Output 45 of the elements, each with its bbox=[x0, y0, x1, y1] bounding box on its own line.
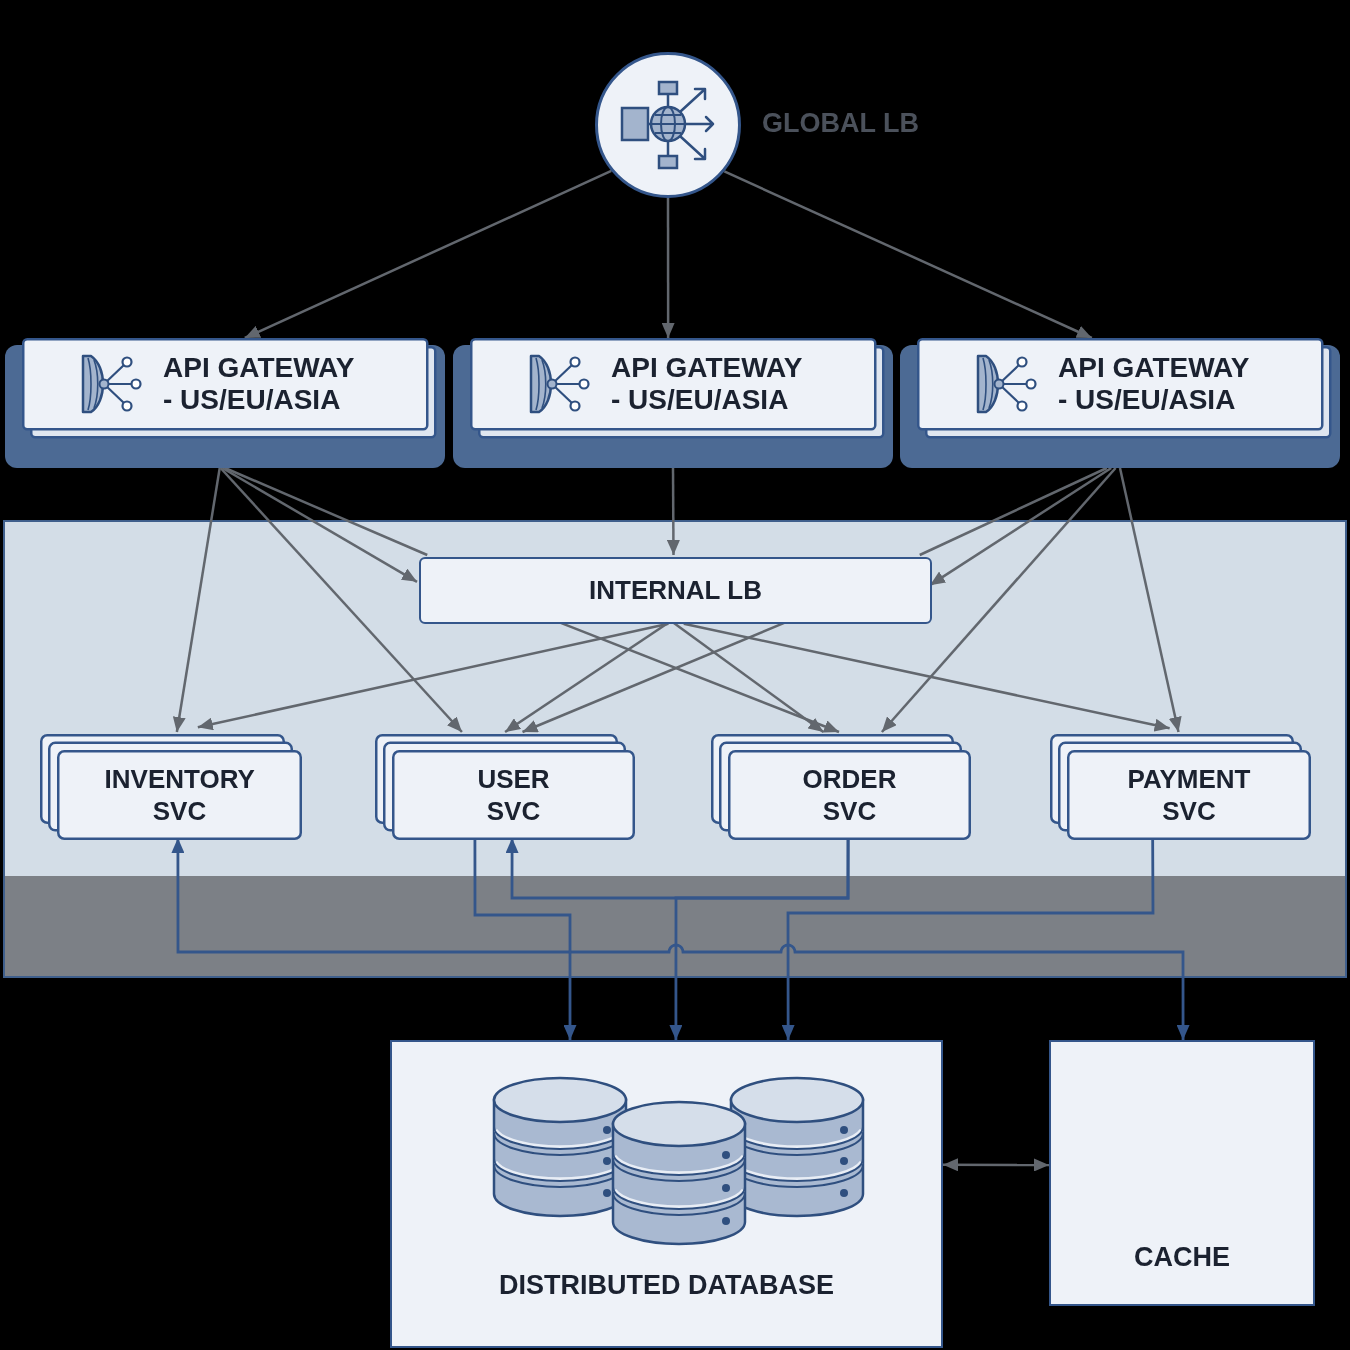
service-card-stack bbox=[375, 734, 635, 840]
arrow bbox=[504, 621, 670, 734]
node-label: ORDER SVC bbox=[802, 763, 897, 827]
node-label: API GATEWAY - US/EU/ASIA bbox=[611, 352, 803, 416]
arrow bbox=[669, 838, 850, 1040]
arrow bbox=[473, 838, 577, 1040]
node-label: GLOBAL LB bbox=[762, 108, 919, 140]
connector-line bbox=[919, 466, 1108, 557]
arrow bbox=[683, 622, 1170, 732]
arrow bbox=[929, 466, 1112, 587]
arrow bbox=[219, 467, 463, 733]
gateway-panel bbox=[453, 338, 893, 468]
load-balancer-box bbox=[419, 557, 932, 624]
arrow bbox=[781, 838, 1155, 1040]
cluster-panel bbox=[3, 520, 1347, 978]
arrow bbox=[672, 621, 825, 733]
node-label: INTERNAL LB bbox=[589, 575, 762, 606]
node-label: CACHE bbox=[1134, 1242, 1230, 1274]
arrow bbox=[661, 198, 675, 338]
arrow bbox=[666, 468, 680, 555]
service-card-stack bbox=[40, 734, 302, 840]
arrow bbox=[559, 621, 840, 734]
arrow bbox=[244, 169, 612, 340]
arrow bbox=[1118, 467, 1182, 733]
node-label: DISTRIBUTED DATABASE bbox=[499, 1270, 834, 1302]
arrow bbox=[172, 467, 221, 733]
double-arrow bbox=[171, 838, 1190, 1040]
cache-box bbox=[1049, 1040, 1315, 1306]
double-arrow bbox=[943, 1158, 1049, 1172]
gateway-panel bbox=[5, 338, 445, 468]
node-label: USER SVC bbox=[477, 763, 550, 827]
gateway-panel bbox=[900, 338, 1340, 468]
database-box bbox=[390, 1040, 943, 1348]
connector-line bbox=[224, 466, 428, 557]
node-label: API GATEWAY - US/EU/ASIA bbox=[1058, 352, 1250, 416]
service-card-stack bbox=[1050, 734, 1311, 840]
arrow bbox=[522, 621, 786, 734]
node-label: PAYMENT SVC bbox=[1127, 763, 1251, 827]
arrow bbox=[221, 466, 418, 583]
service-card-stack bbox=[711, 734, 971, 840]
arrow bbox=[880, 467, 1117, 733]
arrow bbox=[723, 170, 1093, 340]
node-label: INVENTORY SVC bbox=[104, 763, 255, 827]
node-label: API GATEWAY - US/EU/ASIA bbox=[163, 352, 355, 416]
arrow bbox=[197, 622, 669, 731]
